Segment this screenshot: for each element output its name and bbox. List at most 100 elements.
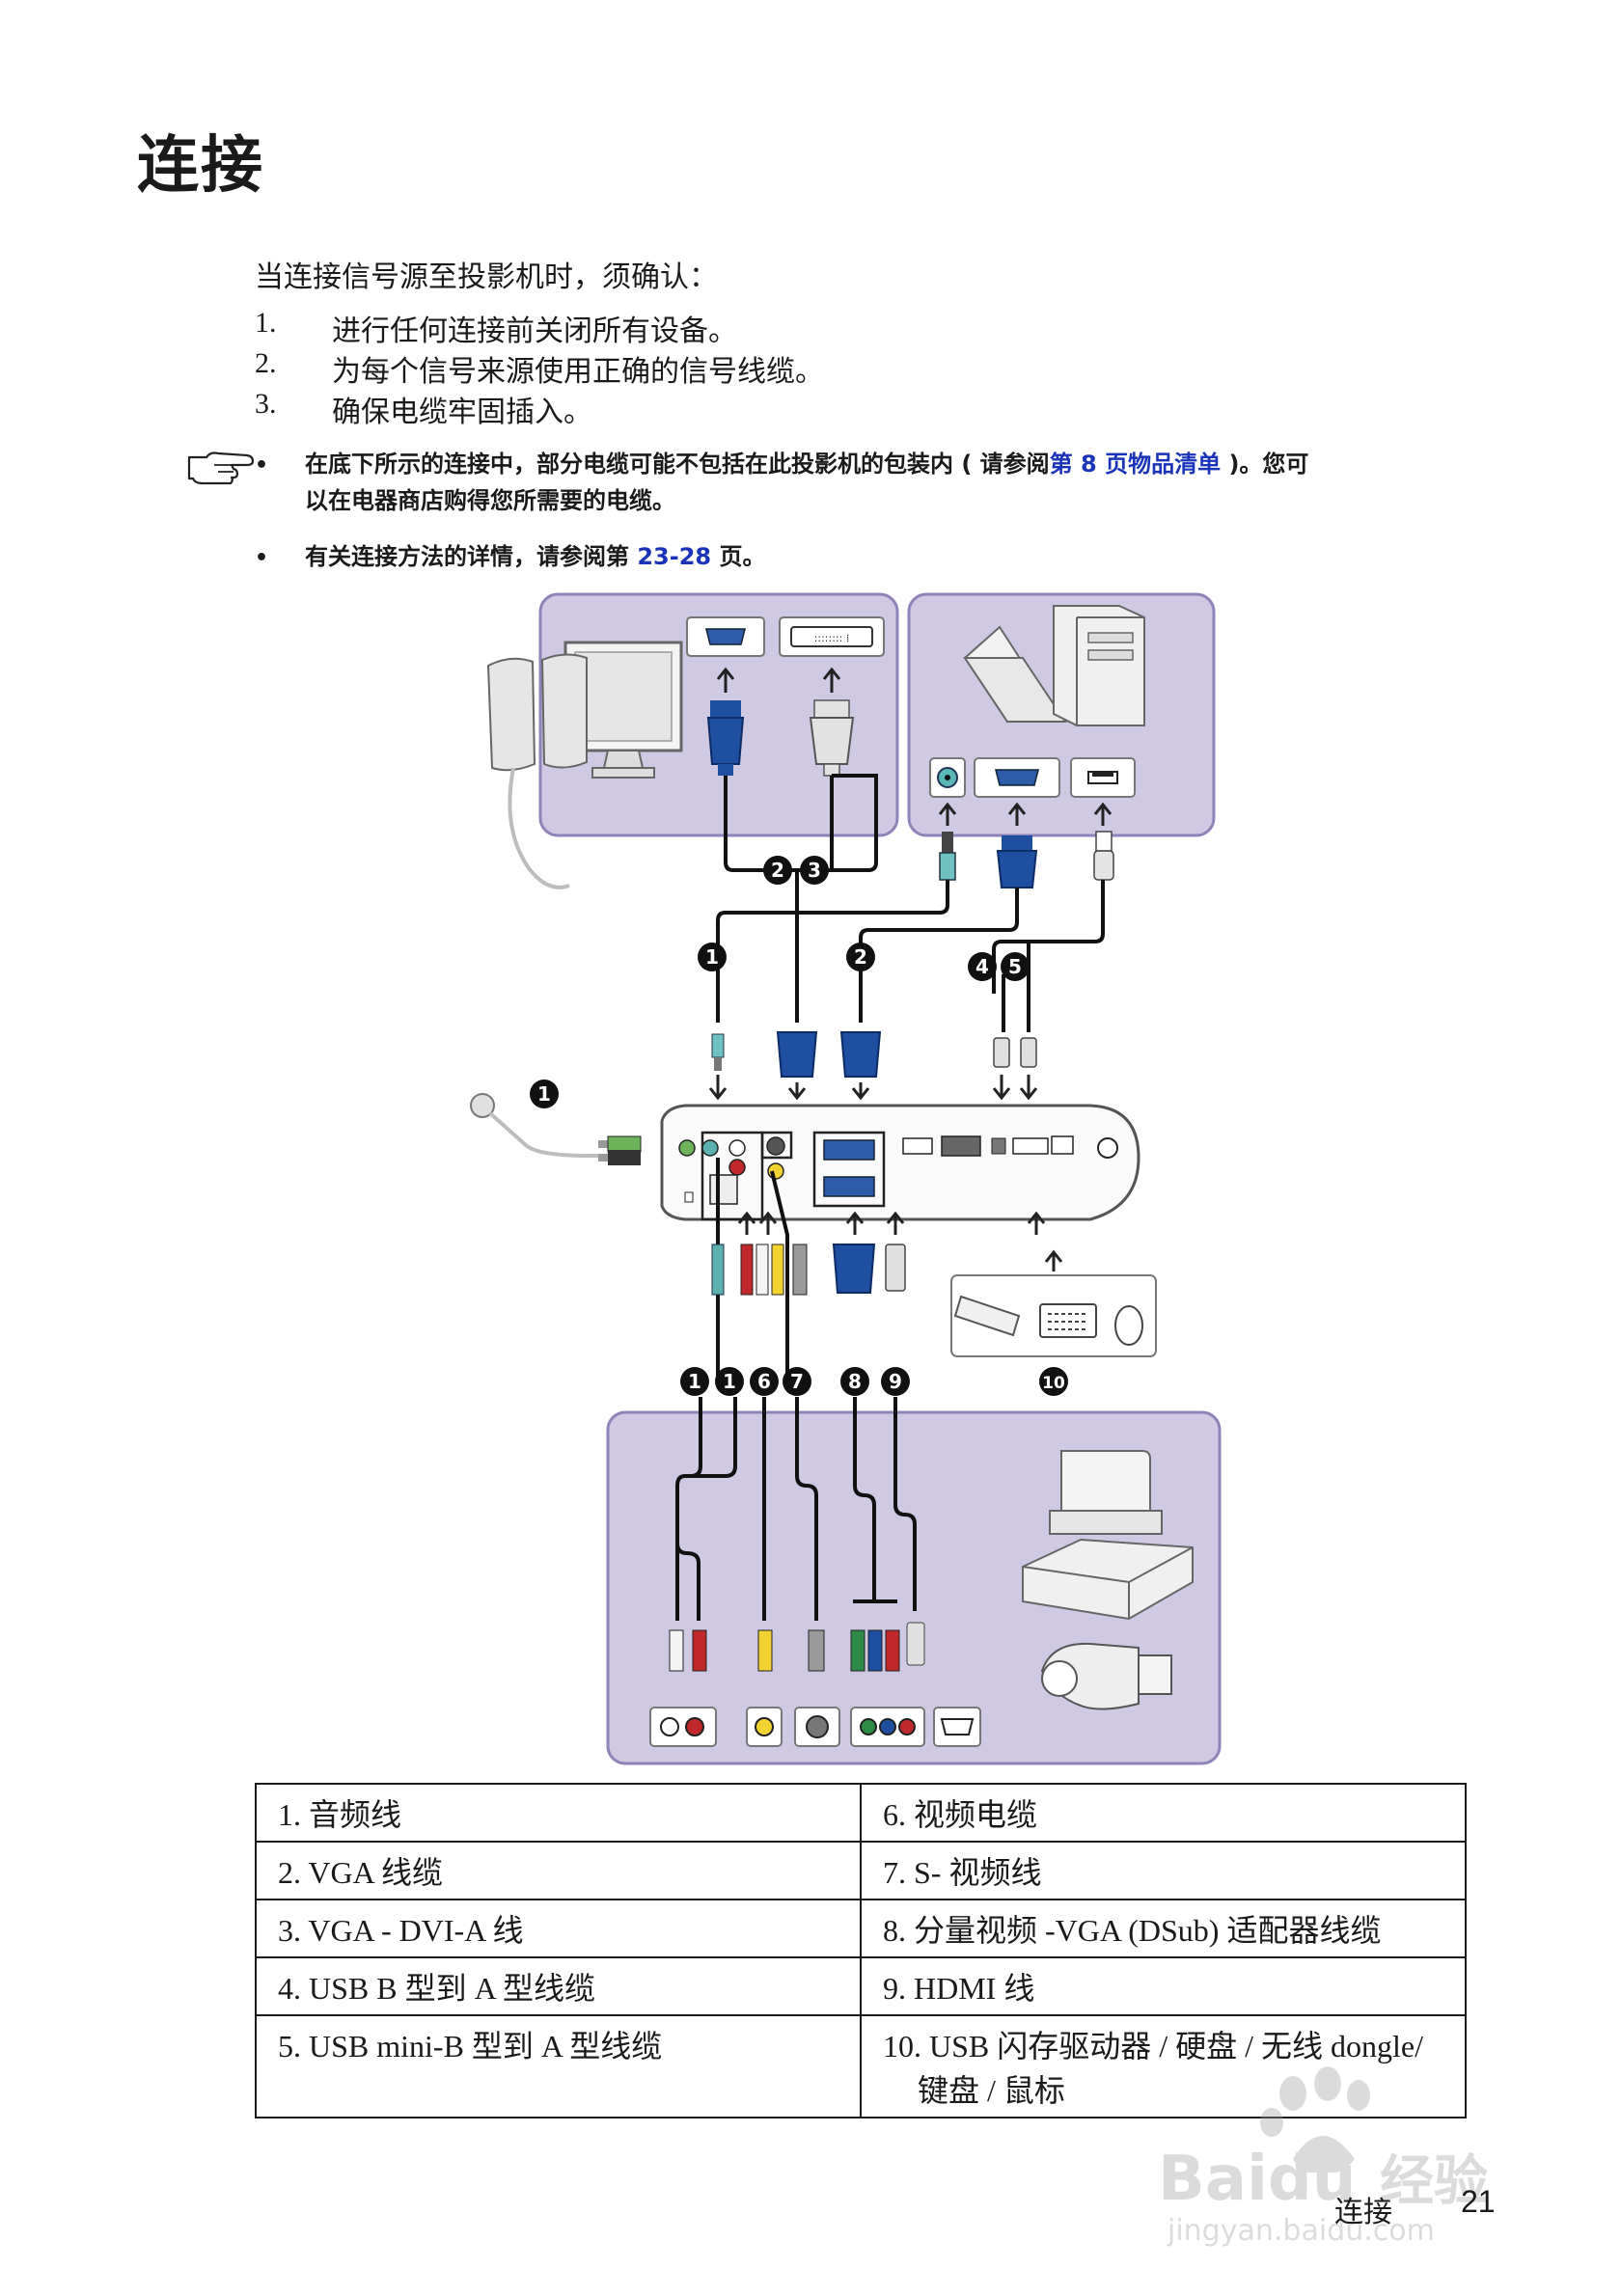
step-number: 2.	[255, 347, 277, 379]
step-item: 2. 为每个信号来源使用正确的信号线缆。	[255, 347, 824, 390]
down-arrow-icon	[851, 1082, 870, 1101]
svideo-plug-icon	[808, 1629, 825, 1672]
callout-1	[698, 943, 727, 971]
up-arrow-icon	[716, 667, 735, 693]
table-row: 5. USB mini-B 型到 A 型线缆 10. USB 闪存驱动器 / 硬…	[255, 2014, 1467, 2118]
audio-plug-icon	[711, 1244, 725, 1296]
rca-white-plug-icon	[756, 1244, 769, 1296]
callout-label: 2	[771, 859, 784, 882]
pc-vga-port-icon	[974, 757, 1060, 798]
callout-7	[783, 1367, 811, 1396]
bullet: •	[255, 453, 269, 478]
vga-connector-icon	[839, 1031, 882, 1078]
callout-label: 6	[757, 1370, 771, 1393]
table-cell: 10. USB 闪存驱动器 / 硬盘 / 无线 dongle/ 键盘 / 鼠标	[860, 2014, 1467, 2118]
table-cell: 6. 视频电缆	[860, 1783, 1467, 1843]
step-text: 确保电缆牢固插入。	[332, 396, 592, 429]
audio-plug-black-icon	[598, 1150, 641, 1165]
callout-3	[800, 856, 829, 885]
step-text: 进行任何连接前关闭所有设备。	[332, 314, 737, 348]
microphone-icon	[470, 1093, 608, 1158]
dvd-player-icon	[1022, 1538, 1194, 1621]
callout-9	[881, 1367, 910, 1396]
page-8-link[interactable]: 第 8 页物品清单	[1049, 451, 1222, 478]
cable-legend-table: 1. 音频线 6. 视频电缆 2. VGA 线缆 7. S- 视频线 3. VG…	[255, 1783, 1467, 2118]
note-text: 在底下所示的连接中，部分电缆可能不包括在此投影机的包装内 ( 请参阅	[305, 451, 1050, 478]
step-text: 为每个信号来源使用正确的信号线缆。	[332, 355, 824, 389]
pointing-hand-icon	[187, 451, 255, 485]
audio-plug-icon	[711, 1033, 725, 1071]
rca-white-plug-icon	[669, 1629, 684, 1672]
callout-4	[968, 952, 997, 981]
connection-diagram: :::::::: ⁞	[470, 592, 1222, 1765]
table-row: 3. VGA - DVI-A 线 8. 分量视频 -VGA (DSub) 适配器…	[255, 1899, 1467, 1958]
callout-label: 1	[537, 1082, 551, 1106]
usb-mini-plug-icon	[1020, 1037, 1037, 1068]
laptop-icon	[963, 625, 1067, 724]
callout-8	[840, 1367, 869, 1396]
rca-blue-plug-icon	[867, 1629, 883, 1672]
table-cell: 1. 音频线	[255, 1783, 862, 1843]
callout-5	[1001, 952, 1030, 981]
mouse-icon	[1114, 1305, 1143, 1346]
page-number: 21	[1461, 2184, 1496, 2219]
callout-label: 1	[705, 945, 719, 969]
watermark-brand: Baidu	[1158, 2144, 1356, 2215]
callout-label: 7	[790, 1370, 804, 1393]
table-row: 4. USB B 型到 A 型线缆 9. HDMI 线	[255, 1956, 1467, 2016]
hdmi-plug-icon	[885, 1244, 906, 1292]
intro-text: 当连接信号源至投影机时，须确认：	[255, 260, 718, 294]
table-row: 2. VGA 线缆 7. S- 视频线	[255, 1841, 1467, 1900]
table-cell: 8. 分量视频 -VGA (DSub) 适配器线缆	[860, 1899, 1467, 1958]
rca-yellow-plug-icon	[757, 1629, 773, 1672]
up-arrow-icon	[822, 667, 841, 693]
table-cell: 4. USB B 型到 A 型线缆	[255, 1956, 862, 2016]
callout-label: 5	[1008, 955, 1022, 978]
table-cell: 7. S- 视频线	[860, 1841, 1467, 1900]
callout-label: 8	[848, 1370, 862, 1393]
note-text: 页。	[711, 543, 766, 570]
callout-label: 3	[808, 859, 821, 882]
watermark-url: jingyan.baidu.com	[1167, 2214, 1435, 2248]
vga-connector-icon	[776, 1031, 818, 1078]
rca-green-plug-icon	[850, 1629, 865, 1672]
vga-port-icon	[686, 616, 765, 657]
vga-connector-icon	[706, 700, 745, 776]
audio-jack-port-icon	[929, 757, 966, 798]
up-arrow-icon	[886, 1211, 905, 1235]
cell-line: 键盘 / 鼠标	[918, 2073, 1065, 2108]
baidu-watermark: Baidu 经验 jingyan.baidu.com	[1158, 2066, 1488, 2248]
down-arrow-icon	[708, 1075, 728, 1101]
rca-yellow-plug-icon	[771, 1244, 784, 1296]
cell-line: 10. USB 闪存驱动器 / 硬盘 / 无线 dongle/	[883, 2029, 1424, 2064]
pages-23-28-link[interactable]: 23-28	[637, 543, 712, 570]
rca-red-plug-icon	[692, 1629, 707, 1672]
callout-label: 2	[854, 945, 867, 969]
callout-1	[530, 1080, 559, 1108]
callout-1	[680, 1367, 709, 1396]
usb-b-plug-icon	[993, 1037, 1010, 1068]
usb-flash-drive-icon	[953, 1295, 1021, 1337]
down-arrow-icon	[1019, 1075, 1038, 1101]
hdmi-plug-icon	[906, 1622, 925, 1666]
up-arrow-icon	[1044, 1249, 1063, 1271]
audio-plug-icon	[939, 832, 956, 881]
down-arrow-icon	[787, 1082, 807, 1101]
note-2: 有关连接方法的详情，请参阅第 23-28 页。	[305, 538, 765, 575]
step-item: 3. 确保电缆牢固插入。	[255, 388, 592, 430]
callout-10	[1039, 1367, 1068, 1396]
up-arrow-icon	[1027, 1211, 1046, 1235]
rca-red-plug-icon	[885, 1629, 900, 1672]
note-text: 有关连接方法的详情，请参阅第	[305, 543, 638, 570]
av-port-strip	[649, 1707, 981, 1747]
callout-2	[763, 856, 792, 885]
up-arrow-icon	[737, 1211, 756, 1235]
table-cell: 9. HDMI 线	[860, 1956, 1467, 2016]
step-number: 3.	[255, 388, 277, 420]
footer-section: 连接	[1334, 2196, 1392, 2229]
svg-text::::::::: ⁞: :::::::: ⁞	[814, 632, 850, 644]
wii-console-icon	[1049, 1450, 1163, 1535]
projector-rear-panel	[660, 1104, 1140, 1221]
down-arrow-icon	[992, 1075, 1011, 1101]
note-text: )。您可	[1221, 451, 1309, 478]
